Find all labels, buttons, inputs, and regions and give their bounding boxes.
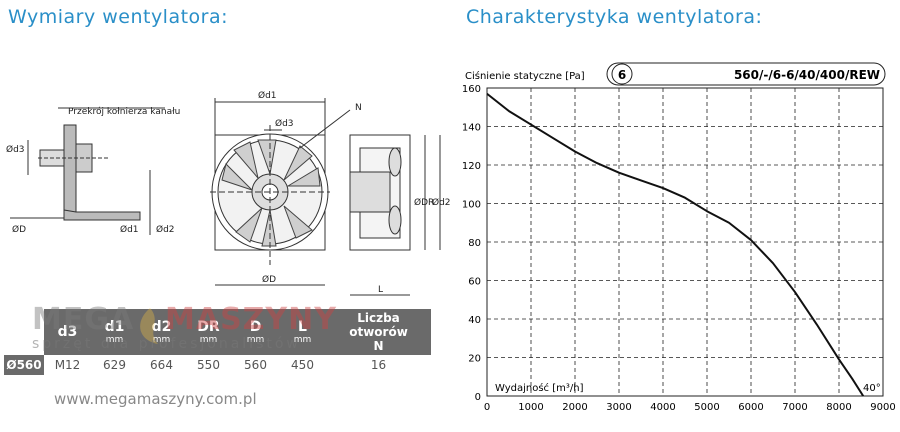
chart-plot-frame — [486, 87, 884, 397]
chart-title-box — [606, 62, 886, 86]
chart-annotation: 40° — [863, 383, 881, 394]
chart-x-tick-label: 7000 — [782, 402, 807, 413]
section-label: Przekrój kołnierza kanału — [68, 106, 180, 117]
label-N: N — [355, 103, 362, 113]
chart-x-tick-label: 4000 — [650, 402, 675, 413]
chart-x-tick-label: 5000 — [694, 402, 719, 413]
label-d1-top: Ød1 — [258, 90, 277, 101]
chart-badge-circle — [611, 63, 633, 85]
label-d1-left: Ød1 — [120, 224, 139, 235]
chart-x-tick-label: 8000 — [826, 402, 851, 413]
chart-x-label: Wydajność [m³/h] — [495, 382, 584, 394]
characteristics-heading: Charakterystyka wentylatora: — [466, 6, 763, 28]
fan-characteristic-chart: 6 560/-/6-6/40/400/REW Ciśnienie statycz… — [462, 62, 896, 413]
chart-x-tick-label: 2000 — [562, 402, 587, 413]
chart-series-line — [486, 92, 865, 397]
chart-y-tick-label: 80 — [468, 238, 481, 249]
chart-y-tick-label: 40 — [468, 315, 481, 326]
label-D-left: ØD — [12, 224, 26, 235]
chart-x-tick-label: 6000 — [738, 402, 763, 413]
chart-x-tick-label: 3000 — [606, 402, 631, 413]
table-header-holes: Liczba otworów N — [326, 309, 431, 355]
table-cell: 450 — [291, 358, 314, 372]
label-d2-left: Ød2 — [156, 224, 175, 235]
chart-y-tick-label: 100 — [462, 200, 481, 211]
label-D-bottom: ØD — [262, 274, 276, 285]
chart-y-tick-label: 60 — [468, 277, 481, 288]
chart-x-tick-label: 0 — [484, 402, 490, 413]
table-row: Ø560 M12 629 664 550 560 450 16 — [4, 355, 431, 375]
chart-badge: 6 — [618, 68, 626, 82]
table-cell: M12 — [54, 358, 81, 372]
chart-x-tick-label: 9000 — [870, 402, 895, 413]
chart-y-tick-label: 20 — [468, 354, 481, 365]
table-row-head: Ø560 — [4, 355, 44, 375]
dimensions-heading: Wymiary wentylatora: — [8, 6, 229, 28]
table-cell: 664 — [150, 358, 173, 372]
watermark-flame-icon — [140, 308, 158, 344]
watermark-brand-mega: MEGA — [32, 302, 135, 337]
label-d3-top: Ød3 — [275, 118, 294, 129]
chart-y-tick-label: 0 — [475, 392, 481, 403]
label-d2-right: Ød2 — [432, 197, 450, 208]
chart-x-tick-label: 1000 — [518, 402, 543, 413]
watermark-url: www.megamaszyny.com.pl — [54, 390, 257, 408]
table-cell: 16 — [370, 358, 387, 372]
watermark-tagline: sprzęt dla profesjonalistów — [32, 336, 301, 352]
chart-y-tick-label: 160 — [462, 84, 481, 95]
table-cell: 550 — [197, 358, 220, 372]
watermark-brand-maszyny: MASZYNY — [165, 302, 337, 337]
table-header-cell: d3 — [44, 309, 91, 355]
chart-title: 560/-/6-6/40/400/REW — [734, 68, 880, 82]
chart-y-label: Ciśnienie statyczne [Pa] — [465, 70, 585, 82]
fan-dimension-drawing: Przekrój kołnierza kanału Ød3 ØD Ød1 Ød2… — [6, 90, 450, 296]
label-d3-left: Ød3 — [6, 144, 25, 155]
label-L: L — [378, 285, 383, 295]
table-cell: 560 — [244, 358, 267, 372]
table-cell: 629 — [103, 358, 126, 372]
label-DR: ØDR — [414, 197, 434, 208]
chart-y-tick-label: 140 — [462, 123, 481, 134]
chart-y-tick-label: 120 — [462, 161, 481, 172]
